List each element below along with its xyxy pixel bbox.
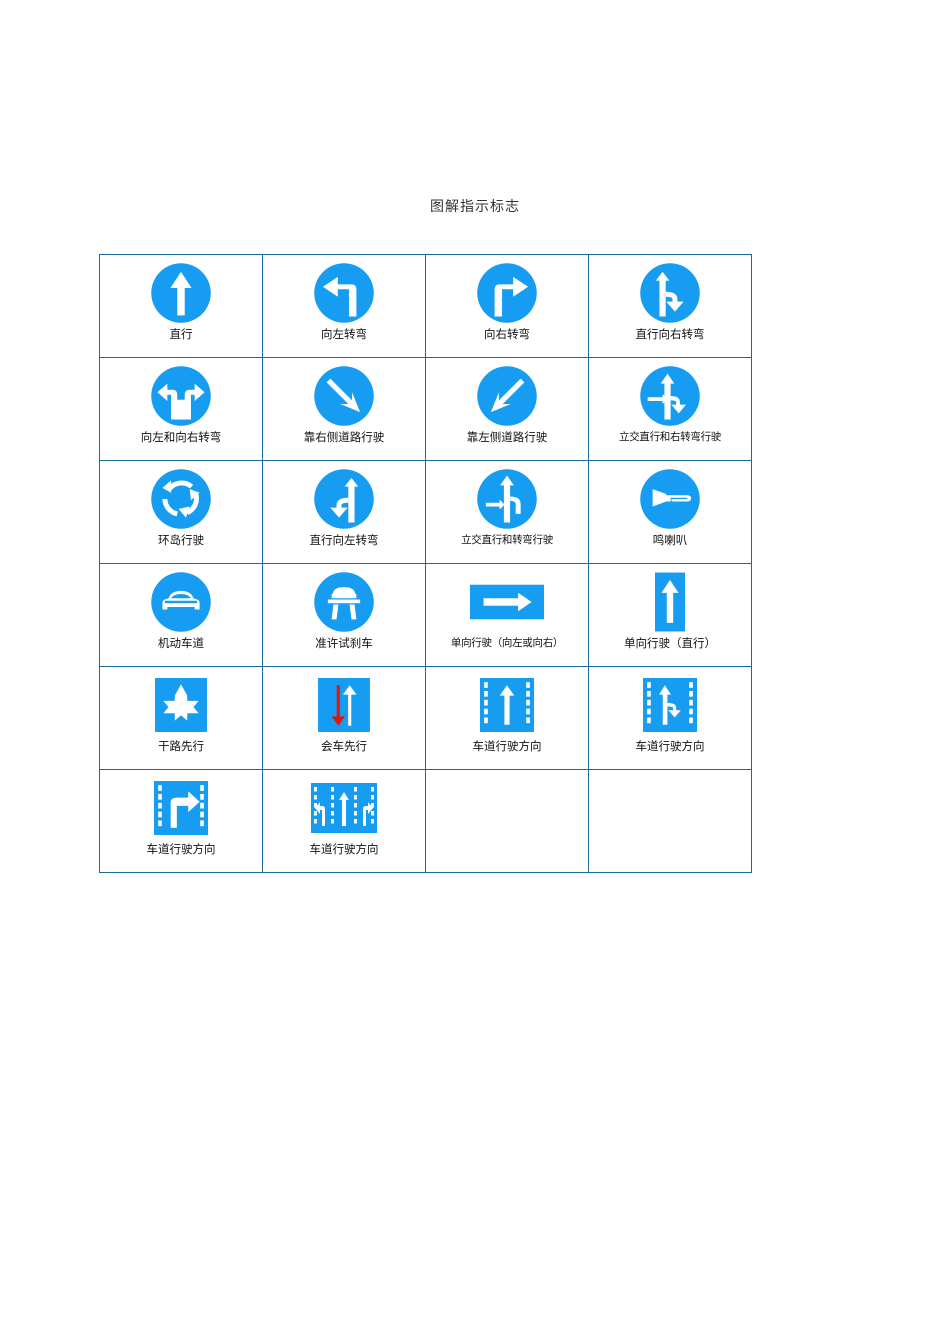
rect-main-road-priority-icon bbox=[100, 671, 262, 739]
sign-cell[interactable]: 干路先行 bbox=[99, 666, 263, 770]
sign-caption: 单向行驶（向左或向右） bbox=[450, 637, 564, 649]
circle-keep-left-diagonal-icon bbox=[426, 362, 588, 430]
rect-lane-direction-straight-right-icon bbox=[589, 671, 751, 739]
sign-cell[interactable]: 车道行驶方向 bbox=[99, 769, 263, 873]
rect-one-way-horizontal-icon bbox=[426, 568, 588, 636]
sign-cell[interactable]: 靠右侧道路行驶 bbox=[262, 357, 426, 461]
sign-caption: 靠左侧道路行驶 bbox=[466, 430, 548, 444]
sign-caption: 干路先行 bbox=[158, 739, 204, 753]
sign-cell[interactable]: 直行 bbox=[99, 254, 263, 358]
sign-cell[interactable]: 向右转弯 bbox=[425, 254, 589, 358]
sign-caption: 单向行驶（直行） bbox=[624, 636, 716, 650]
sign-caption: 准许试刹车 bbox=[315, 636, 373, 650]
sign-caption: 车道行驶方向 bbox=[635, 739, 705, 753]
circle-horn-icon bbox=[589, 465, 751, 533]
table-row: 直行 向左转弯 bbox=[99, 254, 752, 358]
table-row: 机动车道 准许 bbox=[99, 563, 752, 667]
circle-brake-test-allowed-icon bbox=[263, 568, 425, 636]
circle-interchange-straight-left-icon bbox=[426, 465, 588, 533]
table-row: 环岛行驶 直行向左转弯 bbox=[99, 460, 752, 564]
sign-caption: 立交直行和右转弯行驶 bbox=[619, 431, 721, 443]
sign-cell[interactable]: 机动车道 bbox=[99, 563, 263, 667]
rect-lane-direction-right-only-icon bbox=[100, 774, 262, 842]
sign-cell[interactable]: 直行向左转弯 bbox=[262, 460, 426, 564]
rect-one-way-vertical-icon bbox=[589, 568, 751, 636]
circle-interchange-straight-right-icon bbox=[589, 362, 751, 430]
sign-caption: 车道行驶方向 bbox=[146, 842, 216, 856]
sign-cell-empty bbox=[588, 769, 752, 873]
sign-cell[interactable]: 立交直行和转弯行驶 bbox=[425, 460, 589, 564]
sign-cell[interactable]: 单向行驶（直行） bbox=[588, 563, 752, 667]
sign-cell[interactable]: 单向行驶（向左或向右） bbox=[425, 563, 589, 667]
sign-caption: 鸣喇叭 bbox=[652, 533, 688, 547]
sign-cell[interactable]: 准许试刹车 bbox=[262, 563, 426, 667]
sign-cell[interactable]: 环岛行驶 bbox=[99, 460, 263, 564]
sign-cell[interactable]: 车道行驶方向 bbox=[425, 666, 589, 770]
sign-cell[interactable]: 靠左侧道路行驶 bbox=[425, 357, 589, 461]
circle-roundabout-icon bbox=[100, 465, 262, 533]
sign-caption: 机动车道 bbox=[158, 636, 204, 650]
sign-caption: 向右转弯 bbox=[484, 327, 530, 341]
circle-turn-right-icon bbox=[426, 259, 588, 327]
sign-caption: 环岛行驶 bbox=[158, 533, 204, 547]
circle-straight-and-left-icon bbox=[263, 465, 425, 533]
circle-turn-left-icon bbox=[263, 259, 425, 327]
circle-keep-right-diagonal-icon bbox=[263, 362, 425, 430]
sign-caption: 向左转弯 bbox=[321, 327, 367, 341]
sign-cell[interactable]: 鸣喇叭 bbox=[588, 460, 752, 564]
sign-caption: 向左和向右转弯 bbox=[140, 430, 222, 444]
sign-caption: 直行向右转弯 bbox=[635, 327, 705, 341]
sign-cell[interactable]: 车道行驶方向 bbox=[262, 769, 426, 873]
sign-caption: 靠右侧道路行驶 bbox=[303, 430, 385, 444]
sign-cell[interactable]: 直行向右转弯 bbox=[588, 254, 752, 358]
table-row: 干路先行 会车先行 bbox=[99, 666, 752, 770]
sign-cell[interactable]: 车道行驶方向 bbox=[588, 666, 752, 770]
sign-cell[interactable]: 向左和向右转弯 bbox=[99, 357, 263, 461]
sign-caption: 会车先行 bbox=[321, 739, 367, 753]
rect-lane-direction-multi-icon bbox=[263, 774, 425, 842]
circle-straight-and-right-icon bbox=[589, 259, 751, 327]
sign-caption: 直行向左转弯 bbox=[309, 533, 379, 547]
sign-cell[interactable]: 向左转弯 bbox=[262, 254, 426, 358]
circle-left-and-right-icon bbox=[100, 362, 262, 430]
sign-cell[interactable]: 会车先行 bbox=[262, 666, 426, 770]
sign-caption: 车道行驶方向 bbox=[472, 739, 542, 753]
circle-straight-arrow-icon bbox=[100, 259, 262, 327]
sign-caption: 直行 bbox=[169, 327, 193, 341]
sign-cell[interactable]: 立交直行和右转弯行驶 bbox=[588, 357, 752, 461]
table-row: 车道行驶方向 bbox=[99, 769, 752, 873]
sign-caption: 车道行驶方向 bbox=[309, 842, 379, 856]
circle-motor-vehicle-lane-icon bbox=[100, 568, 262, 636]
traffic-sign-table: 直行 向左转弯 bbox=[99, 254, 752, 873]
table-row: 向左和向右转弯 靠右侧道路行驶 bbox=[99, 357, 752, 461]
page-title: 图解指示标志 bbox=[430, 199, 520, 215]
sign-caption: 立交直行和转弯行驶 bbox=[461, 534, 553, 546]
rect-oncoming-priority-icon bbox=[263, 671, 425, 739]
sign-cell-empty bbox=[425, 769, 589, 873]
rect-lane-direction-straight-icon bbox=[426, 671, 588, 739]
